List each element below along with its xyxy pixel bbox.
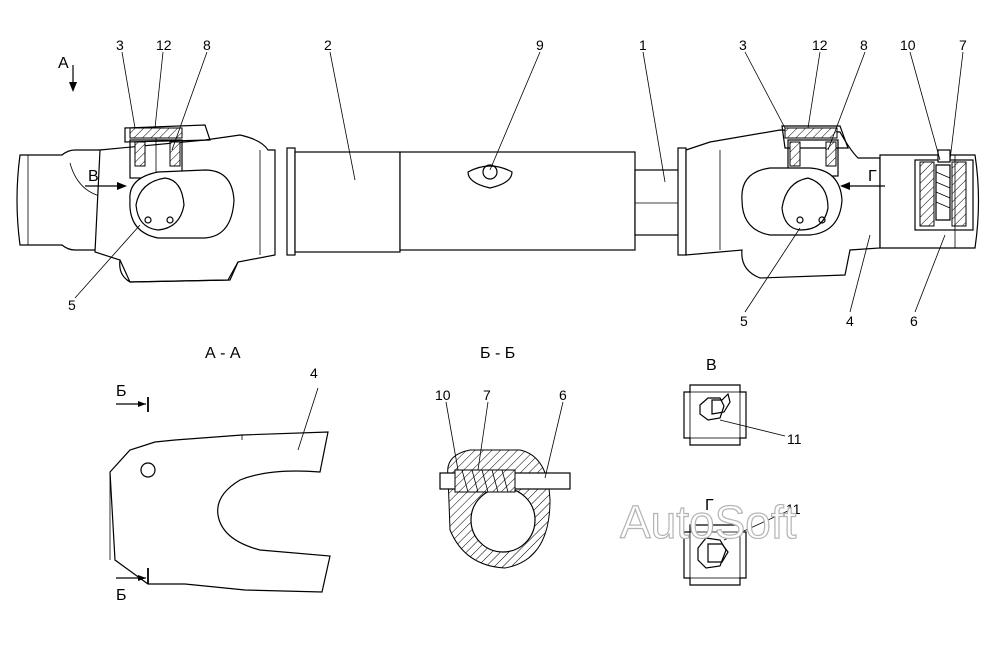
callout-10-bb: 10: [435, 387, 451, 403]
main-assembly: А В Г: [16, 37, 980, 329]
view-g: Г 11: [683, 497, 801, 586]
watermark: AutoSoft: [620, 496, 797, 548]
left-universal-joint: [94, 124, 276, 283]
callout-8-right: 8: [860, 37, 868, 53]
section-b-b: Б - Б 10 7 6: [435, 345, 571, 569]
view-v-title: В: [706, 357, 717, 374]
view-arrow-v-label: В: [88, 168, 99, 185]
view-g-title: Г: [705, 497, 714, 514]
right-universal-joint: [685, 125, 881, 279]
callout-7-bb: 7: [483, 387, 491, 403]
callout-4-aa: 4: [310, 365, 318, 381]
callout-3-right: 3: [739, 37, 747, 53]
section-mark-b-bottom: Б: [116, 587, 127, 604]
callout-9: 9: [536, 37, 544, 53]
callout-2: 2: [324, 37, 332, 53]
view-arrow-v: В: [85, 168, 127, 190]
section-a-a: А - А 4 Б Б: [109, 345, 331, 604]
callout-11-v: 11: [787, 431, 802, 447]
leader-lines: [74, 51, 964, 313]
section-a-a-title: А - А: [205, 345, 241, 362]
callout-1: 1: [639, 37, 647, 53]
callout-4-right: 4: [846, 313, 854, 329]
view-v: В 11: [683, 357, 802, 447]
callout-3-left: 3: [116, 37, 124, 53]
callout-8-left: 8: [203, 37, 211, 53]
callout-7-right: 7: [959, 37, 967, 53]
view-arrow-a: А: [58, 55, 77, 92]
callout-12-left: 12: [156, 37, 172, 53]
section-mark-b-top: Б: [116, 383, 127, 400]
callout-10-right: 10: [900, 37, 916, 53]
callout-6-bb: 6: [559, 387, 567, 403]
callout-11-g: 11: [786, 501, 801, 517]
callout-12-right: 12: [812, 37, 828, 53]
view-arrow-g: Г: [840, 168, 885, 190]
shaft-tube: [286, 147, 687, 256]
callout-5-left: 5: [68, 297, 76, 313]
view-arrow-a-label: А: [58, 55, 69, 72]
right-shaft-end: [879, 149, 980, 249]
callout-5-right: 5: [740, 313, 748, 329]
callout-6-right: 6: [910, 313, 918, 329]
view-arrow-g-label: Г: [868, 168, 877, 185]
section-b-b-title: Б - Б: [480, 345, 515, 362]
